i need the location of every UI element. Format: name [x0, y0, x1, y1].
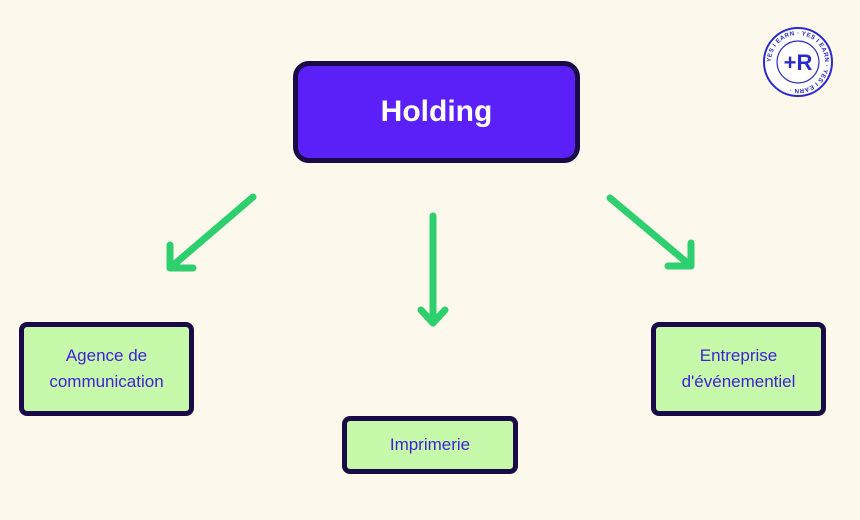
agence-label: Agence de communication: [49, 346, 164, 391]
holding-label: Holding: [380, 95, 493, 128]
imprimerie-node: Imprimerie: [342, 416, 518, 474]
logo-mark: +R: [784, 50, 813, 75]
arrow-to-agence: [166, 193, 257, 272]
yes-i-earn-logo: YES I EARN · YES I EARN · YES I EARN · +…: [763, 27, 833, 97]
agence-node: Agence de communication: [19, 322, 194, 416]
arrow-to-entreprise: [606, 194, 695, 270]
arrow-to-imprimerie: [417, 212, 449, 327]
entreprise-label: Entreprise d'événementiel: [681, 346, 796, 391]
holding-node: Holding: [293, 61, 580, 163]
imprimerie-label: Imprimerie: [389, 435, 471, 454]
entreprise-node: Entreprise d'événementiel: [651, 322, 826, 416]
